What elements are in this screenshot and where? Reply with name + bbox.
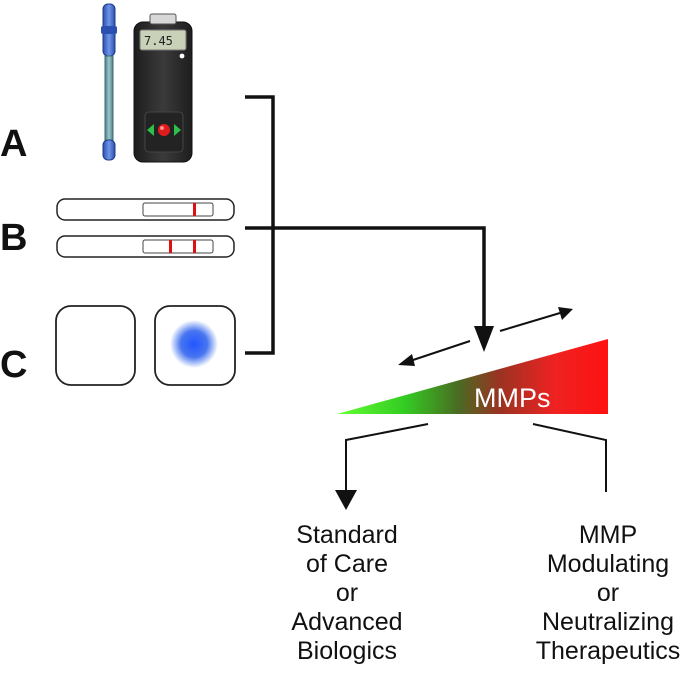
outcome-line: or [596,579,620,607]
outcome-line: or [335,579,359,607]
panel-label-b: B [0,217,27,259]
control-line [169,240,172,253]
ph-probe-icon [101,3,117,161]
meter-display: 7.45 [144,34,173,48]
negative-well [55,305,136,386]
left-branch-line [345,423,429,492]
right-branch-line [532,423,607,492]
outcome-mmp-therapeutics: MMP Modulating or Neutralizing Therapeut… [515,521,697,666]
test-strip-double-line [56,235,235,258]
outcome-standard-of-care: Standard of Care or Advanced Biologics [262,521,432,666]
left-arrow-head [398,354,415,366]
ph-meter-icon: 7.45 [133,13,193,163]
outcome-line: MMP [578,521,638,549]
right-arrow-shaft [499,312,561,332]
connector-line [245,226,486,328]
left-branch-arrow-head [335,490,357,510]
down-arrow-head [474,326,494,352]
panel-label-a: A [0,123,27,165]
grouping-bracket [245,95,275,355]
outcome-line: of Care [306,550,388,578]
outcome-line: Neutralizing [541,608,674,636]
right-arrow-head [558,307,573,320]
outcome-line: Standard [296,521,398,549]
outcome-line: Therapeutics [535,637,681,665]
outcome-line: Advanced [291,608,403,636]
result-line [193,203,196,216]
left-arrow-shaft [409,340,471,362]
outcome-line: Modulating [546,550,670,578]
result-line [193,240,196,253]
outcome-line: Biologics [296,637,398,665]
panel-label-c: C [0,344,27,386]
blue-signal-dot [170,320,218,368]
mmp-gradient-wedge [337,339,608,414]
test-strip-single-line [56,198,235,221]
mmps-label: MMPs [474,383,551,413]
